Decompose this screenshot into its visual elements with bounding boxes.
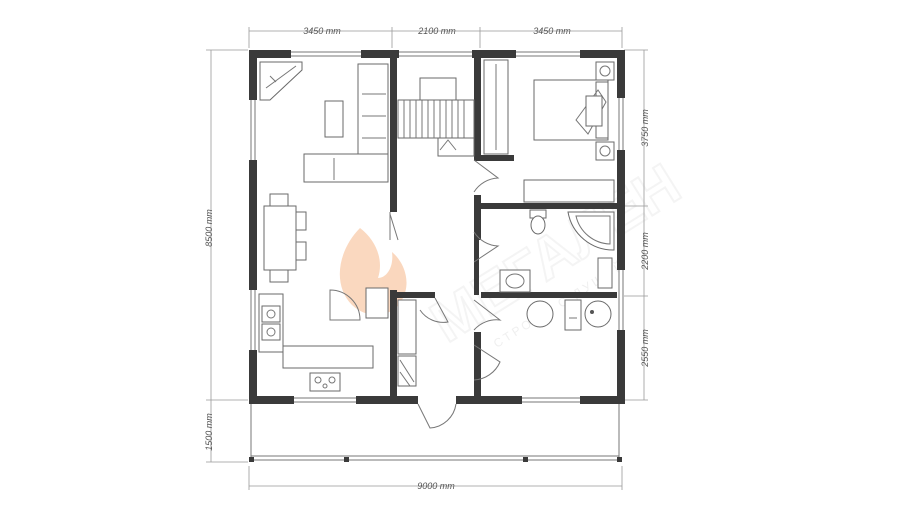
fireplace-icon: [259, 61, 303, 101]
toilet-icon: [529, 209, 547, 235]
wardrobe: [397, 299, 417, 355]
nightstand-bottom-icon: [595, 141, 615, 161]
dining-table-icon: [263, 193, 307, 283]
bed-icon: [533, 79, 609, 141]
dim-top-center: 2100 mm: [417, 26, 456, 36]
kitchen: [258, 287, 389, 392]
bedroom-desk: [523, 179, 615, 203]
shower-tray: [597, 257, 613, 289]
sink-icon: [261, 305, 281, 341]
living-room: [259, 61, 389, 283]
bathtub-icon: [567, 211, 615, 251]
dim-right-utility: 2550 mm: [640, 329, 650, 368]
utility-room: [526, 299, 612, 331]
bathroom: [499, 209, 615, 293]
porch: [249, 400, 622, 462]
entry-hall: [397, 299, 417, 387]
dim-left-porch: 1500 mm: [204, 413, 214, 451]
dim-right-bedroom: 3750 mm: [640, 109, 650, 147]
dim-bottom-width: 9000 mm: [417, 481, 455, 491]
utility-cabinet: [564, 299, 582, 331]
bathroom-sink-icon: [499, 269, 531, 293]
dim-left-total: 8500 mm: [204, 209, 214, 247]
coffee-table: [324, 100, 344, 138]
sofa-icon: [303, 63, 389, 183]
exterior-walls: [249, 50, 625, 404]
staircase: [397, 77, 475, 157]
stove-icon: [309, 372, 341, 392]
bedroom: [483, 59, 615, 203]
doors: [329, 159, 502, 429]
dim-top-left: 3450 mm: [303, 26, 341, 36]
kitchen-counter-left: [258, 293, 284, 353]
dim-right-bathroom: 2200 mm: [640, 232, 650, 271]
dim-top-right: 3450 mm: [533, 26, 571, 36]
watermark-flame-icon: [339, 228, 407, 316]
washing-machine-icon: [526, 300, 554, 328]
dimension-lines: [206, 27, 648, 490]
kitchen-counter-bottom: [282, 345, 374, 369]
interior-walls: [390, 58, 617, 400]
nightstand-top-icon: [595, 61, 615, 81]
fridge: [365, 287, 389, 319]
boiler-icon: [584, 300, 612, 328]
